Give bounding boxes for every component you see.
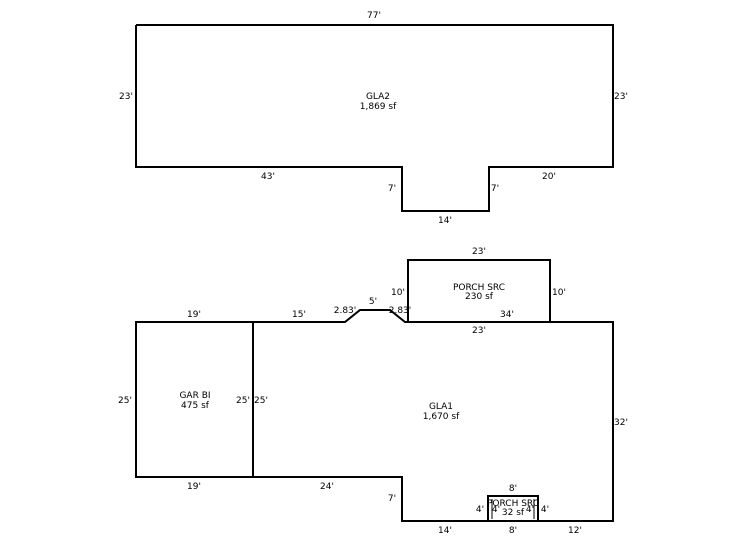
dim-gla2-bottom-right: 20' bbox=[542, 172, 556, 182]
dim-porch-small-left: 4' bbox=[476, 505, 484, 515]
dim-bay-right: 2.83' bbox=[389, 306, 412, 316]
garage-outline bbox=[135, 321, 254, 478]
dim-gla2-notch-bottom: 14' bbox=[438, 216, 452, 226]
porch-small-name: PORCH SRC bbox=[487, 499, 539, 509]
dim-garage-top: 19' bbox=[187, 310, 201, 320]
dim-porch-small-bottom: 8' bbox=[509, 526, 517, 536]
dim-porch-top-left: 10' bbox=[391, 288, 405, 298]
dim-porch-small-top: 8' bbox=[509, 484, 517, 494]
gla1-area: 1,670 sf bbox=[423, 412, 460, 422]
dim-main-notch-bottom: 14' bbox=[438, 526, 452, 536]
gla2-area: 1,869 sf bbox=[360, 102, 397, 112]
garage-name: GAR BI bbox=[179, 391, 210, 401]
dim-gla2-notch-right: 7' bbox=[491, 184, 499, 194]
dim-porch-small-inner-right: 4' bbox=[526, 505, 534, 515]
gla2-outline bbox=[135, 24, 614, 212]
dim-garage-bottom: 19' bbox=[187, 482, 201, 492]
dim-gla1-top: 15' bbox=[292, 310, 306, 320]
dim-gla1-bottom-left: 24' bbox=[320, 482, 334, 492]
dim-porch-small-inner-left: 4' bbox=[492, 505, 500, 515]
dim-gla2-bottom-left: 43' bbox=[261, 172, 275, 182]
gla1-name: GLA1 bbox=[429, 402, 453, 412]
dim-garage-right: 25' bbox=[236, 396, 250, 406]
dim-porch-small-right: 4' bbox=[541, 505, 549, 515]
dim-garage-left: 25' bbox=[118, 396, 132, 406]
dim-gla2-notch-left: 7' bbox=[388, 184, 396, 194]
dim-gla2-top: 77' bbox=[367, 11, 381, 21]
dim-gla1-right: 32' bbox=[614, 418, 628, 428]
dim-gla2-right: 23' bbox=[614, 92, 628, 102]
porch-top-area: 230 sf bbox=[465, 292, 494, 302]
dim-bay-left: 2.83' bbox=[334, 306, 357, 316]
dim-gla2-left: 23' bbox=[119, 92, 133, 102]
gla1-outline bbox=[253, 309, 614, 522]
porch-top-name: PORCH SRC bbox=[453, 283, 505, 293]
dim-porch-top-bottom: 23' bbox=[472, 326, 486, 336]
dim-main-notch-left: 7' bbox=[388, 494, 396, 504]
garage-area: 475 sf bbox=[181, 401, 210, 411]
dim-bay-top: 5' bbox=[369, 297, 377, 307]
dim-porch-top-inner: 34' bbox=[500, 310, 514, 320]
dim-porch-top-top: 23' bbox=[472, 247, 486, 257]
dim-gla1-left: 25' bbox=[254, 396, 268, 406]
porch-src-small-outline bbox=[487, 495, 539, 522]
dim-porch-top-right: 10' bbox=[552, 288, 566, 298]
porch-small-area: 32 sf bbox=[502, 508, 525, 518]
gla2-name: GLA2 bbox=[366, 92, 390, 102]
dim-main-bottom-right: 12' bbox=[568, 526, 582, 536]
